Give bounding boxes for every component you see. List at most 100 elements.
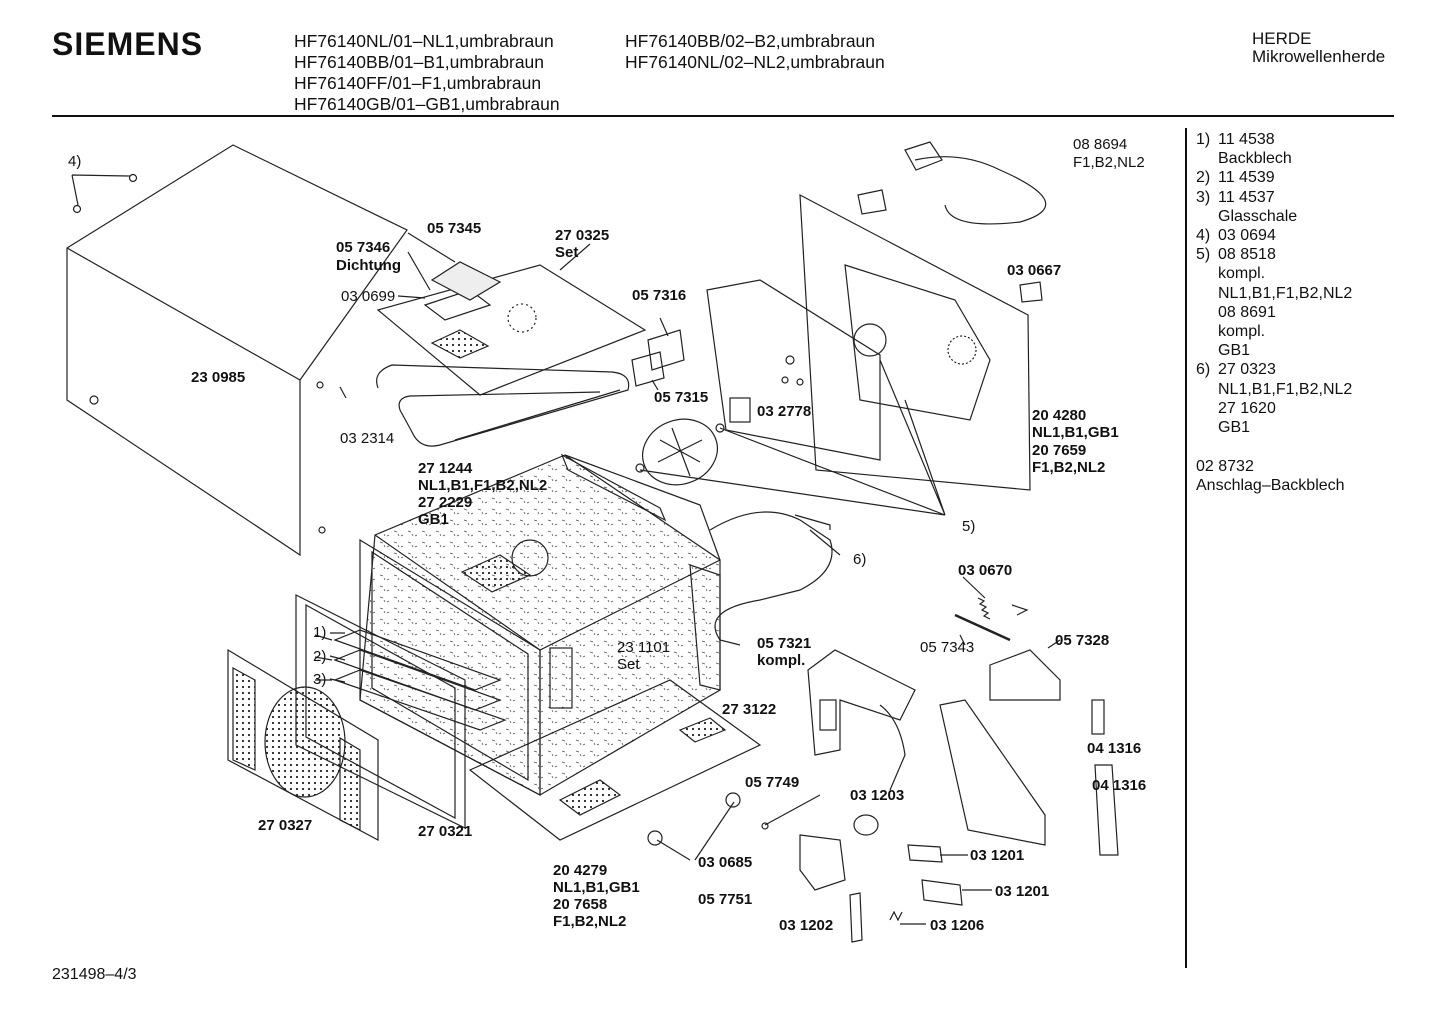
label-207659: 20 7659 bbox=[1032, 442, 1086, 459]
note-row: 5)08 8518 bbox=[1196, 246, 1276, 264]
label-nl1-full: NL1,B1,F1,B2,NL2 bbox=[418, 477, 547, 494]
label-088694: 08 8694 bbox=[1073, 136, 1127, 153]
sidebar-divider bbox=[1185, 128, 1187, 968]
door-switch-assembly bbox=[807, 649, 916, 791]
label-f1b2nl2-c: F1,B2,NL2 bbox=[553, 913, 626, 930]
label-2: 2) bbox=[313, 648, 326, 665]
note-row: 2)11 4539 bbox=[1196, 169, 1275, 187]
label-4: 4) bbox=[68, 153, 81, 170]
label-057316: 05 7316 bbox=[632, 287, 686, 304]
category-sub: Mikrowellenherde bbox=[1252, 47, 1386, 66]
note-extra-part: 02 8732 bbox=[1196, 458, 1254, 476]
model-line: HF76140BB/01–B1,umbrabraun bbox=[294, 52, 545, 72]
exploded-view-drawing: 4) 05 7345 05 7346 Dichtung 27 0325 Set … bbox=[66, 136, 1146, 943]
label-057346: 05 7346 bbox=[336, 239, 390, 256]
leader-lines bbox=[314, 232, 992, 925]
label-231101: 23 1101 bbox=[617, 639, 670, 656]
misc-small-parts bbox=[761, 794, 963, 943]
note-row: 4)03 0694 bbox=[1196, 227, 1276, 245]
label-057345: 05 7345 bbox=[427, 220, 481, 237]
note-row: kompl. bbox=[1218, 265, 1266, 283]
category: HERDE Mikrowellenherde bbox=[1252, 30, 1385, 66]
label-3: 3) bbox=[313, 671, 326, 688]
rod-057343 bbox=[954, 613, 1011, 642]
drawing-number: 231498–4/3 bbox=[52, 966, 137, 983]
model-list-1: HF76140NL/01–NL1,umbrabraun HF76140BB/01… bbox=[294, 31, 560, 115]
cavity-front-frame bbox=[359, 538, 541, 796]
power-cord bbox=[857, 141, 1047, 303]
label-030670: 03 0670 bbox=[958, 562, 1012, 579]
label-1: 1) bbox=[313, 624, 326, 641]
note-row: GB1 bbox=[1218, 419, 1251, 437]
model-line: HF76140FF/01–F1,umbrabraun bbox=[294, 73, 542, 93]
callout-lines-5 bbox=[639, 359, 946, 516]
label-057749: 05 7749 bbox=[745, 774, 799, 791]
bracket-057316 bbox=[631, 329, 685, 387]
note-row: NL1,B1,F1,B2,NL2 bbox=[1218, 380, 1353, 398]
label-204279: 20 4279 bbox=[553, 862, 607, 879]
base-plate bbox=[468, 679, 762, 846]
model-line: HF76140GB/01–GB1,umbrabraun bbox=[294, 94, 560, 114]
label-041316-b: 04 1316 bbox=[1092, 777, 1146, 794]
back-panel bbox=[799, 193, 1031, 491]
note-row: kompl. bbox=[1218, 323, 1266, 341]
note-row: GB1 bbox=[1218, 342, 1251, 360]
label-030685: 03 0685 bbox=[698, 854, 752, 871]
label-5: 5) bbox=[962, 518, 975, 535]
label-270327: 27 0327 bbox=[258, 817, 312, 834]
spring-030670 bbox=[977, 597, 1029, 620]
label-set-2: Set bbox=[617, 656, 640, 673]
note-row: 08 8691 bbox=[1218, 303, 1276, 321]
label-057751: 05 7751 bbox=[698, 891, 752, 908]
note-row: 3)11 4537 bbox=[1196, 188, 1275, 206]
note-row: 27 1620 bbox=[1218, 399, 1276, 417]
side-panel bbox=[706, 279, 881, 461]
model-line: HF76140NL/01–NL1,umbrabraun bbox=[294, 31, 554, 51]
waveguide-strip bbox=[560, 453, 721, 691]
outer-housing bbox=[66, 144, 408, 557]
label-030667: 03 0667 bbox=[1007, 262, 1061, 279]
label-nl1b1gb1-a: NL1,B1,GB1 bbox=[1032, 424, 1119, 441]
note-row: 6)27 0323 bbox=[1196, 361, 1276, 379]
note-row: Glasschale bbox=[1218, 207, 1298, 225]
label-032314: 03 2314 bbox=[340, 430, 394, 447]
note-row: NL1,B1,F1,B2,NL2 bbox=[1218, 284, 1353, 302]
label-set-1: Set bbox=[555, 244, 578, 261]
rail-bracket bbox=[939, 699, 1119, 856]
label-dichtung: Dichtung bbox=[336, 257, 401, 274]
label-031202: 03 1202 bbox=[779, 917, 833, 934]
label-gb1: GB1 bbox=[418, 511, 449, 528]
label-271244: 27 1244 bbox=[418, 460, 473, 477]
label-041316-a: 04 1316 bbox=[1087, 740, 1141, 757]
screw-parts bbox=[71, 173, 138, 214]
label-031201-b: 03 1201 bbox=[995, 883, 1049, 900]
note-row: 1)11 4538 bbox=[1196, 131, 1275, 148]
label-nl1b1gb1-b: NL1,B1,GB1 bbox=[553, 879, 640, 896]
door-panel bbox=[227, 648, 379, 841]
label-6: 6) bbox=[853, 551, 866, 568]
parts-notes: 1)11 4538 Backblech 2)11 4539 3)11 4537 … bbox=[1196, 130, 1352, 496]
heating-element bbox=[376, 364, 630, 447]
label-057315: 05 7315 bbox=[654, 389, 708, 406]
category-main: HERDE bbox=[1252, 29, 1312, 48]
label-207658: 20 7658 bbox=[553, 896, 607, 913]
label-204280: 20 4280 bbox=[1032, 407, 1086, 424]
note-extra-desc: Anschlag–Backblech bbox=[1196, 477, 1345, 495]
label-230985: 23 0985 bbox=[191, 369, 245, 386]
label-kompl: kompl. bbox=[757, 652, 805, 669]
label-270325: 27 0325 bbox=[555, 227, 609, 244]
label-272229: 27 2229 bbox=[418, 494, 472, 511]
model-line: HF76140BB/02–B2,umbrabraun bbox=[625, 31, 876, 51]
top-cover bbox=[376, 261, 647, 396]
latch-057328 bbox=[989, 639, 1061, 701]
wire-harness-6 bbox=[709, 511, 833, 646]
label-031206: 03 1206 bbox=[930, 917, 984, 934]
label-270321: 27 0321 bbox=[418, 823, 472, 840]
label-273122: 27 3122 bbox=[722, 701, 776, 718]
stirrer-fan bbox=[635, 418, 725, 486]
label-057328: 05 7328 bbox=[1055, 632, 1109, 649]
label-057343: 05 7343 bbox=[920, 639, 974, 656]
label-032778: 03 2778 bbox=[757, 403, 811, 420]
header-divider bbox=[52, 115, 1394, 117]
note-row: Backblech bbox=[1218, 150, 1292, 168]
